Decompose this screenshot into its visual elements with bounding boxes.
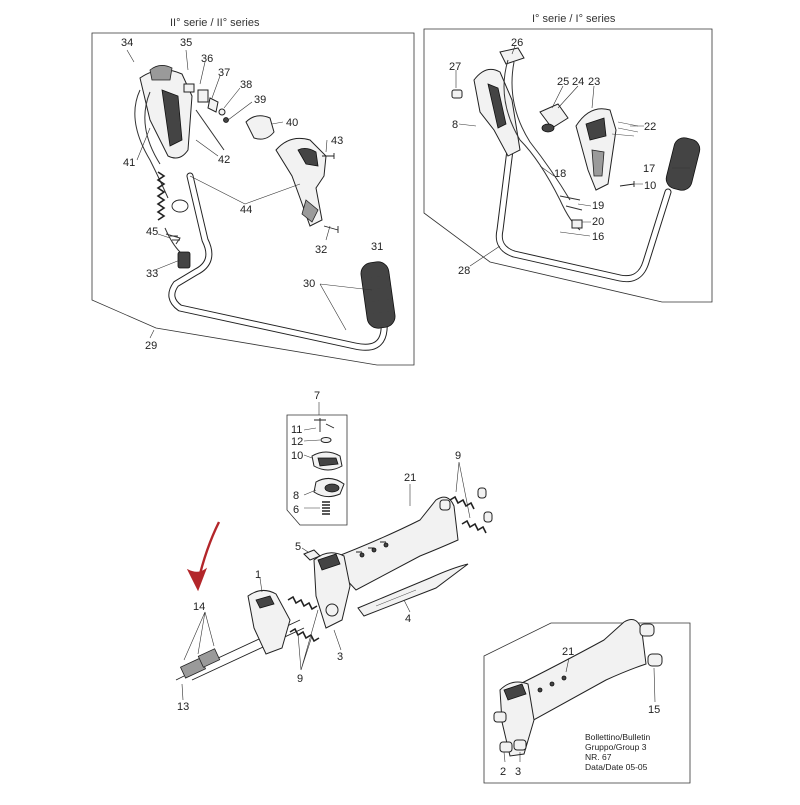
callout-20: 20 (592, 216, 604, 228)
callout-31: 31 (371, 241, 383, 253)
rear-handle-44 (275, 137, 327, 227)
callout-37: 37 (218, 67, 230, 79)
bulletin-line-3: NR. 67 (585, 752, 612, 762)
panel-series-1: I° serie / I° series (423, 13, 713, 303)
bulletin-line-4: Data/Date 05-05 (585, 762, 648, 772)
callout-8b: 8 (293, 490, 299, 502)
panel-title-series-2: II° serie / II° series (170, 17, 260, 29)
clamp-detail: 7 11 12 10 8 6 (286, 390, 348, 526)
part-40 (245, 115, 275, 140)
callout-14: 14 (193, 601, 205, 613)
small-parts-35-39 (183, 83, 229, 151)
callout-5: 5 (295, 541, 301, 553)
callout-35: 35 (180, 37, 192, 49)
highlight-arrow (186, 521, 221, 592)
screw-43 (322, 153, 335, 159)
callout-11: 11 (291, 424, 302, 436)
callout-12: 12 (291, 436, 303, 448)
part-45 (165, 233, 181, 245)
callout-29: 29 (145, 340, 157, 352)
callout-7: 7 (314, 390, 320, 402)
part-26 (499, 47, 525, 65)
callout-2: 2 (500, 766, 506, 778)
screw-32 (323, 225, 339, 233)
callout-10b: 10 (291, 450, 303, 462)
panel-series-2: II° serie / II° series (91, 17, 415, 366)
callout-1: 1 (255, 569, 261, 581)
callout-17: 17 (643, 163, 655, 175)
callout-21a: 21 (404, 472, 416, 484)
callout-30: 30 (303, 278, 315, 290)
callout-38: 38 (240, 79, 252, 91)
bulletin-info: Bollettino/Bulletin Gruppo/Group 3 NR. 6… (585, 732, 650, 772)
handle-shell-23 (575, 108, 617, 191)
callout-8a: 8 (452, 119, 458, 131)
callout-4: 4 (405, 613, 411, 625)
updated-tube-detail: 21 15 2 3 Bollettino/Bulletin Gruppo/Gro… (483, 619, 691, 784)
callout-19: 19 (592, 200, 604, 212)
throttle-assembly (134, 65, 193, 269)
callout-13: 13 (177, 701, 189, 713)
callout-41: 41 (123, 157, 135, 169)
switch-24-25 (539, 103, 569, 129)
main-shaft-assembly: 21 9 5 1 3 4 14 9 13 (175, 450, 493, 713)
callout-32: 32 (315, 244, 327, 256)
callout-33: 33 (146, 268, 158, 280)
bulletin-line-1: Bollettino/Bulletin (585, 732, 650, 742)
callout-3b: 3 (515, 766, 521, 778)
callout-36: 36 (201, 53, 213, 65)
callout-24: 24 (572, 76, 584, 88)
part-19 (559, 195, 583, 211)
part-27 (451, 89, 463, 99)
connector-20 (571, 219, 583, 229)
callout-45: 45 (146, 226, 158, 238)
callout-23: 23 (588, 76, 600, 88)
callout-39: 39 (254, 94, 266, 106)
grip-31 (360, 261, 396, 329)
grip-17 (665, 137, 701, 191)
callout-16: 16 (592, 231, 604, 243)
bulletin-line-2: Gruppo/Group 3 (585, 742, 647, 752)
callout-10a: 10 (644, 180, 656, 192)
callout-9b: 9 (297, 673, 303, 685)
callout-42: 42 (218, 154, 230, 166)
callout-26: 26 (511, 37, 523, 49)
callout-44: 44 (240, 204, 252, 216)
callout-21b: 21 (562, 646, 574, 658)
panel-title-series-1: I° serie / I° series (532, 13, 616, 25)
callout-27: 27 (449, 61, 461, 73)
callout-40: 40 (286, 117, 298, 129)
callout-28: 28 (458, 265, 470, 277)
callout-3a: 3 (337, 651, 343, 663)
callout-43: 43 (331, 135, 343, 147)
callout-34: 34 (121, 37, 133, 49)
callout-25: 25 (557, 76, 569, 88)
callout-6: 6 (293, 504, 299, 516)
callout-15: 15 (648, 704, 660, 716)
callout-9a: 9 (455, 450, 461, 462)
callout-22: 22 (644, 121, 656, 133)
callout-18: 18 (554, 168, 566, 180)
